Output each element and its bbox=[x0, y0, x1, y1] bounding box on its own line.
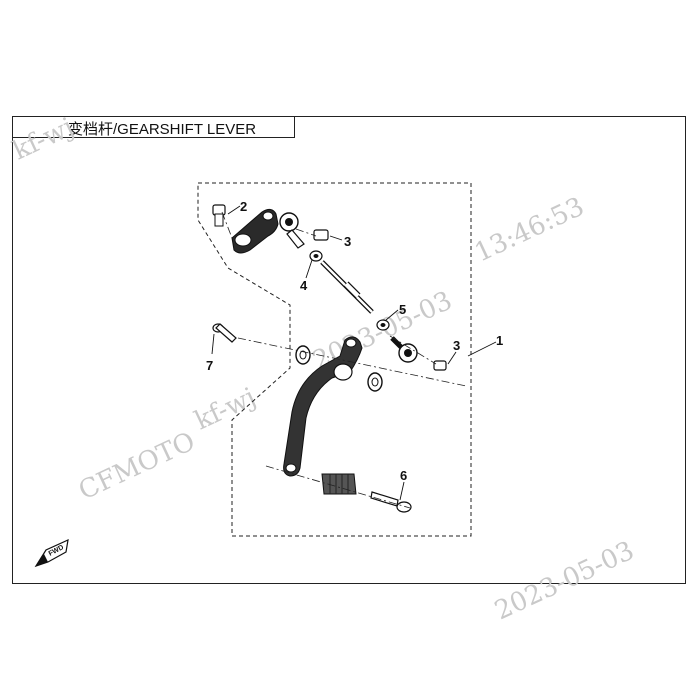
callout-6: 6 bbox=[400, 468, 407, 483]
watermark-text: kf-wj bbox=[8, 112, 78, 166]
part-3-bolt-lower bbox=[433, 360, 447, 371]
shift-arm-upper bbox=[231, 208, 279, 254]
gearshift-lever bbox=[283, 336, 363, 477]
drawing-frame bbox=[12, 116, 686, 584]
shift-peg-rubber bbox=[321, 473, 357, 495]
callout-1: 1 bbox=[496, 333, 503, 348]
watermark-text: 13:46:53 bbox=[470, 192, 589, 269]
title-box bbox=[12, 116, 295, 138]
part-7-pin bbox=[212, 323, 237, 343]
leader-lines bbox=[211, 205, 497, 501]
watermark-text: kf-wj bbox=[190, 382, 260, 436]
washer-left bbox=[295, 345, 311, 365]
part-3-nut-upper bbox=[313, 229, 329, 241]
callout-3-upper: 3 bbox=[344, 234, 351, 249]
watermark-text: 2023-05-03 bbox=[490, 536, 639, 627]
part-4-nut bbox=[309, 250, 323, 262]
tie-rod bbox=[320, 260, 374, 314]
watermark-text: CFMOTO bbox=[74, 427, 200, 507]
callout-2: 2 bbox=[240, 199, 247, 214]
fwd-arrow-icon: FWD bbox=[34, 538, 69, 568]
callout-3-lower: 3 bbox=[453, 338, 460, 353]
centerlines bbox=[221, 211, 467, 509]
callout-7: 7 bbox=[206, 358, 213, 373]
callout-4: 4 bbox=[300, 278, 308, 293]
assembly-boundary bbox=[197, 182, 472, 537]
diagram-title: 变档杆/GEARSHIFT LEVER bbox=[68, 121, 257, 138]
ball-joint-lower bbox=[390, 336, 418, 363]
part-5-nut bbox=[376, 319, 390, 331]
ball-joint-upper bbox=[279, 212, 305, 249]
callout-5: 5 bbox=[399, 302, 406, 317]
washer-right bbox=[367, 372, 383, 392]
part-6-bolt bbox=[370, 491, 412, 513]
